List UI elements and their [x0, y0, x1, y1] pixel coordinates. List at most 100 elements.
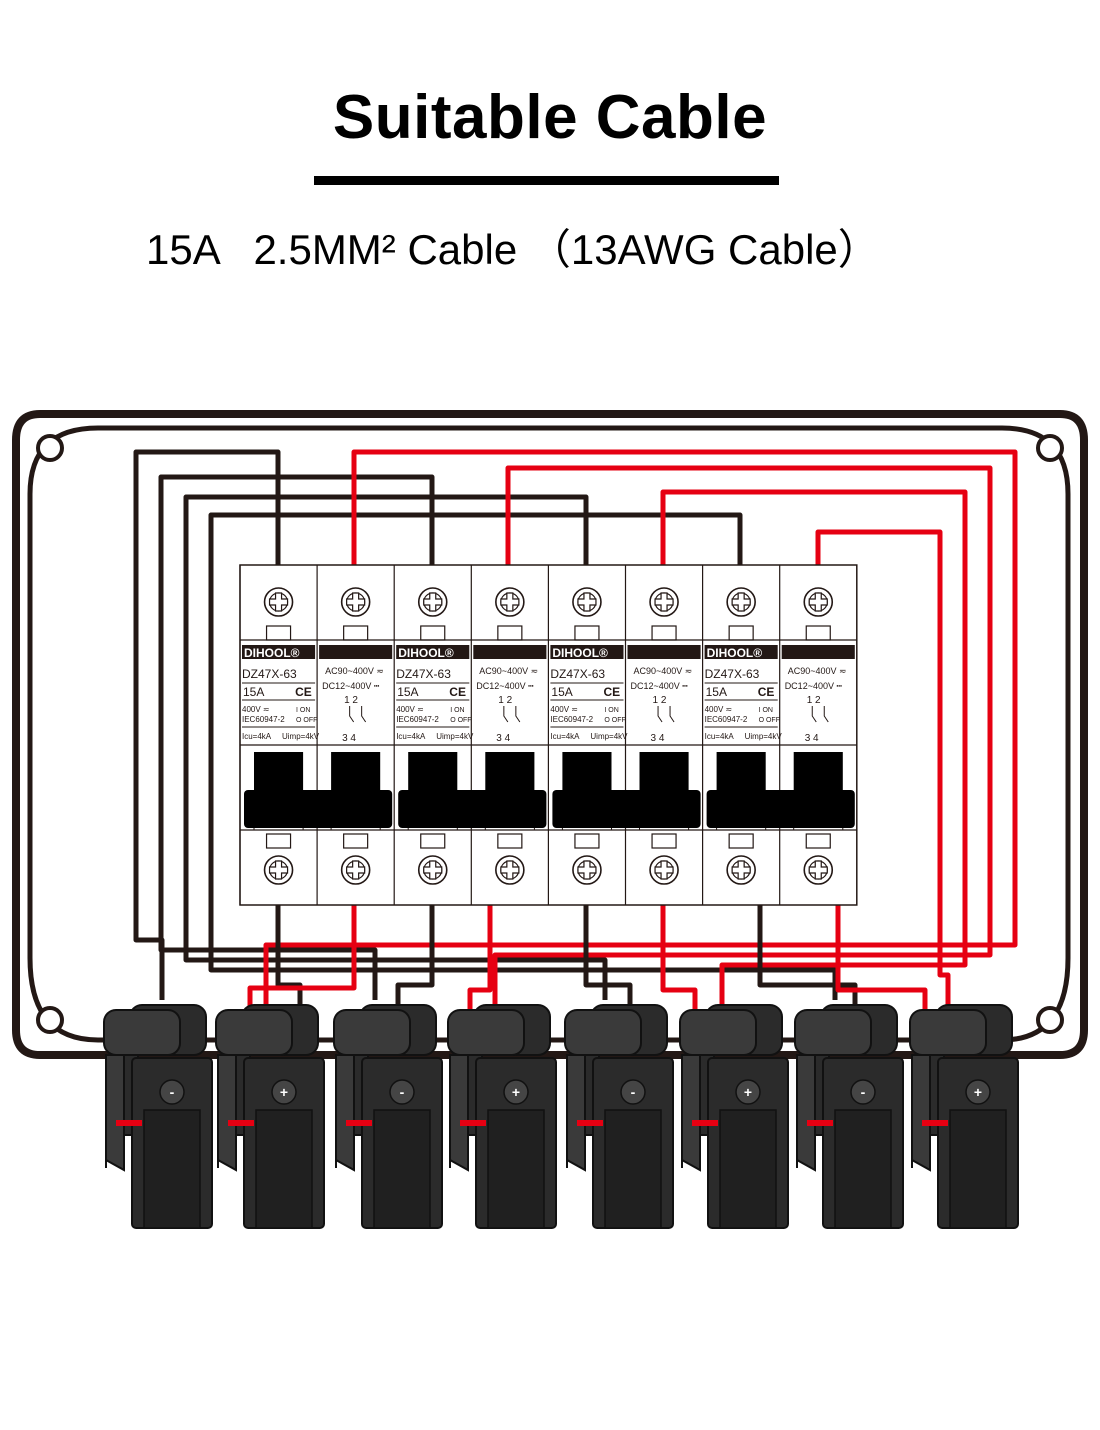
terminal-numbers-top: 1 2 — [344, 695, 358, 706]
mount-hole-top-right — [1036, 434, 1064, 462]
off-label: O OFF — [450, 717, 471, 724]
icu-label: Icu=4kA — [705, 732, 735, 741]
seal-ring — [346, 1120, 372, 1126]
on-label: I ON — [759, 707, 773, 714]
mc4-connector-row: -+-+-+-+ — [103, 1004, 1019, 1229]
terminal-screw-icon — [649, 587, 679, 617]
breaker-pole: DIHOOL® DZ47X-63 15A CE 400V ≂IEC60947-2 I ON… — [701, 565, 783, 905]
rating-label: 15A — [397, 685, 418, 699]
polarity-label: + — [280, 1084, 288, 1100]
cable-spec: 15A 2.5MM² Cable （13AWG Cable） — [146, 216, 880, 277]
brand-label: DIHOOL® — [244, 646, 300, 660]
toggle-handle — [562, 752, 612, 794]
terminal-screw-icon — [263, 855, 294, 885]
seal-ring — [692, 1120, 718, 1126]
voltage-label: 400V ≂ — [242, 705, 270, 714]
rating-label: 15A — [706, 685, 727, 699]
negative-wire — [757, 905, 858, 1010]
negative-wire — [395, 905, 435, 1010]
ce-mark: CE — [758, 685, 775, 699]
seal-ring — [116, 1120, 142, 1126]
positive-wire — [492, 465, 993, 1005]
page-title: Suitable Cable — [332, 83, 768, 152]
negative-wire — [183, 494, 608, 1000]
positive-wire — [263, 449, 1018, 1005]
negative-wire — [208, 512, 838, 1000]
toggle-handle — [331, 752, 381, 794]
voltage-label: 400V ≂ — [396, 705, 424, 714]
voltage-label: 400V ≂ — [705, 705, 733, 714]
seal-ring — [807, 1120, 833, 1126]
icu-label: Icu=4kA — [396, 732, 426, 741]
terminal-numbers-bottom: 3 4 — [651, 733, 665, 744]
terminal-screw-icon — [417, 855, 448, 885]
wiring — [133, 449, 1018, 1010]
rating-label: 15A — [551, 685, 572, 699]
brand-label: DIHOOL® — [707, 646, 763, 660]
toggle-handle — [639, 752, 689, 794]
dc-range-label: DC12~400V ┅ — [785, 681, 843, 691]
spec-cable: 2.5MM² Cable — [253, 226, 518, 273]
label-band — [396, 645, 470, 659]
terminal-numbers-top: 1 2 — [498, 695, 512, 706]
label-band — [550, 645, 624, 659]
toggle-handle — [254, 752, 304, 794]
rating-label: 15A — [243, 685, 264, 699]
polarity-label: + — [744, 1084, 752, 1100]
positive-wire — [835, 905, 928, 1010]
negative-connector: - — [333, 1004, 443, 1229]
handle-tie-bar — [706, 790, 855, 828]
negative-connector: - — [103, 1004, 213, 1229]
model-label: DZ47X-63 — [242, 667, 297, 681]
terminal-screw-icon — [726, 855, 756, 885]
terminal-numbers-bottom: 3 4 — [805, 733, 819, 744]
terminal-screw-icon — [340, 855, 371, 885]
icu-label: Icu=4kA — [550, 732, 580, 741]
standard-label: IEC60947-2 — [242, 715, 285, 724]
terminal-numbers-top: 1 2 — [653, 695, 667, 706]
on-label: I ON — [296, 707, 310, 714]
uimp-label: Uimp=4kV — [436, 732, 474, 741]
uimp-label: Uimp=4kV — [745, 732, 783, 741]
standard-label: IEC60947-2 — [550, 715, 593, 724]
seal-ring — [228, 1120, 254, 1126]
on-label: I ON — [450, 707, 464, 714]
polarity-label: + — [512, 1084, 520, 1100]
terminal-screw-icon — [726, 587, 756, 617]
positive-wire — [660, 905, 698, 1010]
polarity-label: - — [400, 1084, 405, 1100]
mount-hole-bottom-left — [36, 1006, 64, 1034]
dc-range-label: DC12~400V ┅ — [631, 681, 689, 691]
model-label: DZ47X-63 — [396, 667, 451, 681]
terminal-screw-icon — [572, 587, 602, 617]
handle-tie-bar — [552, 790, 701, 828]
negative-wire — [583, 905, 633, 1010]
positive-connector: + — [447, 1004, 557, 1229]
negative-wire — [275, 905, 303, 1010]
terminal-screw-icon — [495, 855, 525, 885]
positive-connector: + — [215, 1004, 325, 1229]
terminal-screw-icon — [803, 587, 834, 617]
terminal-screw-icon — [340, 587, 371, 617]
model-label: DZ47X-63 — [705, 667, 760, 681]
terminal-screw-icon — [649, 855, 679, 885]
terminal-screw-icon — [803, 855, 834, 885]
standard-label: IEC60947-2 — [705, 715, 748, 724]
positive-wire — [247, 905, 357, 1010]
off-label: O OFF — [296, 717, 317, 724]
terminal-numbers-top: 1 2 — [807, 695, 821, 706]
label-band — [473, 645, 547, 659]
ce-mark: CE — [295, 685, 312, 699]
contact-symbol-icon — [657, 706, 675, 723]
breaker-pole: AC90~400V ≂DC12~400V ┅1 23 4 — [779, 565, 857, 905]
positive-wire — [815, 529, 951, 1005]
positive-wire — [467, 905, 493, 1010]
polarity-label: - — [631, 1084, 636, 1100]
ce-mark: CE — [604, 685, 621, 699]
standard-label: IEC60947-2 — [396, 715, 439, 724]
mount-hole-top-left — [36, 434, 64, 462]
terminal-screw-icon — [572, 855, 602, 885]
